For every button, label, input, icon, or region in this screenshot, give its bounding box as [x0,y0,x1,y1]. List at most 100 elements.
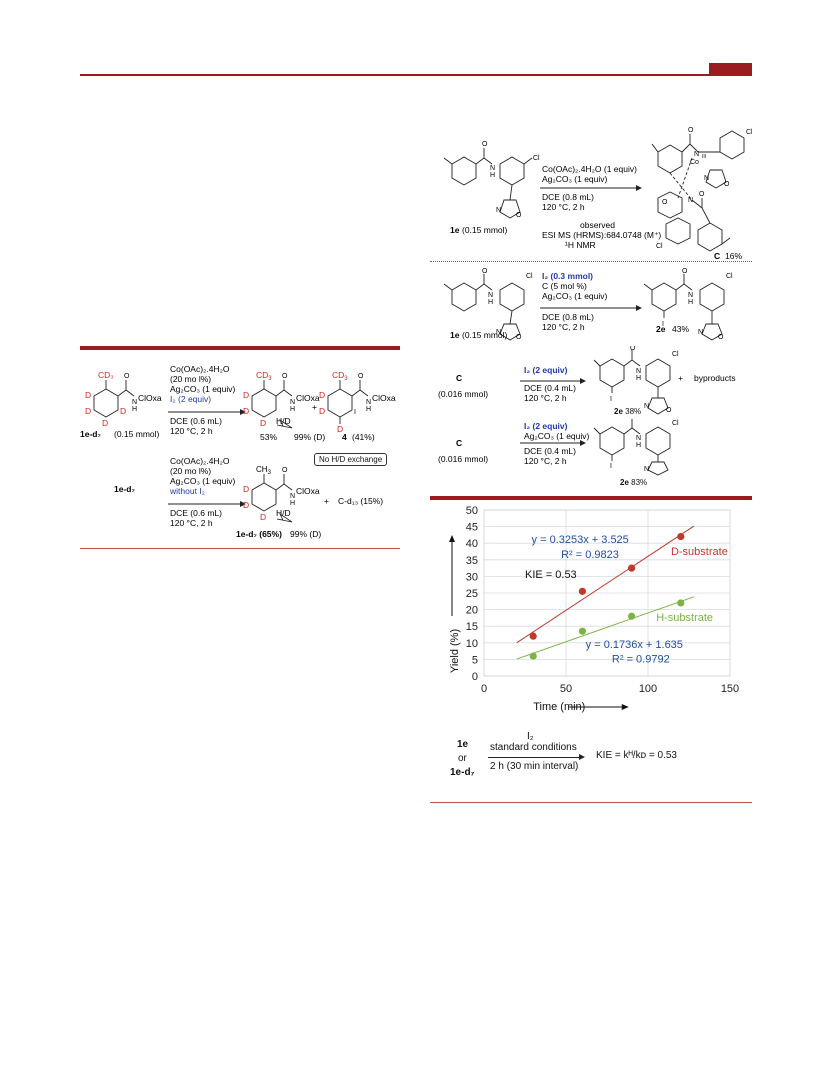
substituent-label: ClOxa [296,393,320,403]
right-section-bottom-rule [430,802,752,803]
svg-text:O: O [724,181,730,188]
y-tick-label: 20 [466,605,478,617]
header-tab [709,63,752,76]
no-hd-exchange-box: No H/D exchange [314,453,388,466]
structure-complex-C [651,130,745,252]
data-point [578,587,586,595]
condition-solvent: DCE (0.8 mL) [542,192,594,202]
svg-text:H: H [488,299,493,306]
svg-text:Cl: Cl [726,273,733,280]
svg-text:H: H [290,500,295,507]
svg-text:H: H [290,406,295,413]
svg-text:O: O [630,346,636,352]
y-tick-label: 5 [472,654,478,666]
svg-text:O: O [662,199,668,206]
condition-silver: Ag₂CO₃ (1 equiv) [170,476,236,486]
kie-arrow [488,757,580,758]
svg-text:N: N [688,197,693,204]
x-axis-arrowhead [621,704,629,710]
condition-temperature: 120 °C, 2 h [524,393,567,403]
x-tick-label: 150 [721,683,739,695]
h-series-label: H-substrate [656,612,713,624]
y-axis-arrowhead [449,535,455,542]
svg-text:Cl: Cl [746,129,752,136]
condition-solvent: DCE (0.6 mL) [170,508,222,518]
structure-1e-b [443,274,525,341]
svg-text:N: N [698,329,703,336]
svg-text:D: D [243,500,249,510]
svg-text:I: I [354,409,356,416]
condition-iodine: I₂ (2 equiv) [524,365,568,375]
svg-text:O: O [282,467,288,474]
svg-text:O: O [682,268,688,275]
y-tick-label: 50 [466,505,478,517]
svg-text:N: N [488,292,493,299]
svg-text:N: N [694,151,699,158]
condition-silver: Ag₂CO₃ (1 equiv) [542,174,608,184]
data-point [677,532,685,541]
svg-text:Cl: Cl [656,243,663,250]
scheme-iodination-1: O N H Cl N O 1e (0.15 mmol) I₂ (0.3 mmol… [443,268,733,341]
scheme-iodination-3: C (0.016 mmol) I₂ (2 equiv) Ag₂CO₃ (1 eq… [438,419,679,476]
svg-text:D: D [85,390,91,400]
kie-conditions-above: standard conditions [490,742,577,753]
data-point [628,564,636,572]
reactant-label-1e: 1e [450,330,460,340]
substituent-label: ClOxa [296,486,320,496]
trendline [516,596,695,660]
product-yield-4: (41%) [352,432,375,442]
d-r2: R² = 0.9823 [561,549,619,561]
h-equation: y = 0.1736x + 1.635 [586,639,683,651]
condition-loading: (20 mo l%) [170,374,211,384]
svg-text:D: D [260,418,266,428]
svg-text:I: I [610,396,612,403]
y-tick-label: 35 [466,555,478,567]
condition-co-salt: Co(OAc)₂.4H₂O [170,456,230,466]
scheme-iodination-2: C (0.016 mmol) I₂ (2 equiv) DCE (0.4 mL)… [438,346,736,415]
product-label-4: 4 [342,432,347,442]
condition-silver: Ag₂CO₃ (1 equiv) [170,384,236,394]
svg-text:Cl: Cl [672,420,679,427]
scheme-deuterium-labeling: CD₃ O N H ClOxa D D D D 1e-d₇ (0.15 mmol… [80,364,396,539]
right-section-rule [430,496,752,500]
svg-text:O: O [688,127,694,134]
reactant-label-1e-d7: 1e-d₇ [80,429,101,439]
svg-text:N: N [644,403,649,410]
kie-reagent: I₂ [527,731,534,742]
byproducts-label: byproducts [694,373,736,383]
kie-reactant-1e-d7: 1e-d₇ [450,767,475,778]
svg-text:N: N [490,165,495,172]
structure-1e [443,148,533,219]
product-label-2e: 2e [656,324,666,334]
data-point [578,627,586,635]
reactant-label-C: C [456,373,462,383]
svg-text:N: N [704,175,709,182]
svg-text:H: H [688,299,693,306]
reactant-amount-1e: (0.15 mmol) [462,330,508,340]
structure-2e [593,419,671,476]
recovered-deuteration: 99% (D) [290,529,321,539]
hd-arrow-icon [276,418,293,429]
y-tick-label: 15 [466,621,478,633]
scheme-divider [430,261,752,262]
svg-text:O: O [482,268,488,275]
svg-text:CH3: CH3 [256,465,272,476]
kie-arrowhead-icon [579,754,585,760]
product-yield-2e: 38% [625,407,642,416]
svg-text:O: O [516,212,522,219]
svg-text:O: O [718,334,724,341]
svg-text:N: N [644,466,649,473]
svg-text:D: D [243,484,249,494]
structure-product-deuterated [251,380,293,418]
cd3-group: CD₃ [98,370,114,380]
svg-text:O: O [282,373,288,380]
svg-text:CD3: CD3 [332,370,348,382]
svg-text:N: N [636,435,641,442]
y-tick-label: 40 [466,538,478,550]
hd-arrow-icon [276,512,293,523]
svg-text:H: H [366,406,371,413]
svg-text:O: O [666,407,672,414]
hd-label: H/D [276,508,291,518]
y-tick-label: 30 [466,571,478,583]
